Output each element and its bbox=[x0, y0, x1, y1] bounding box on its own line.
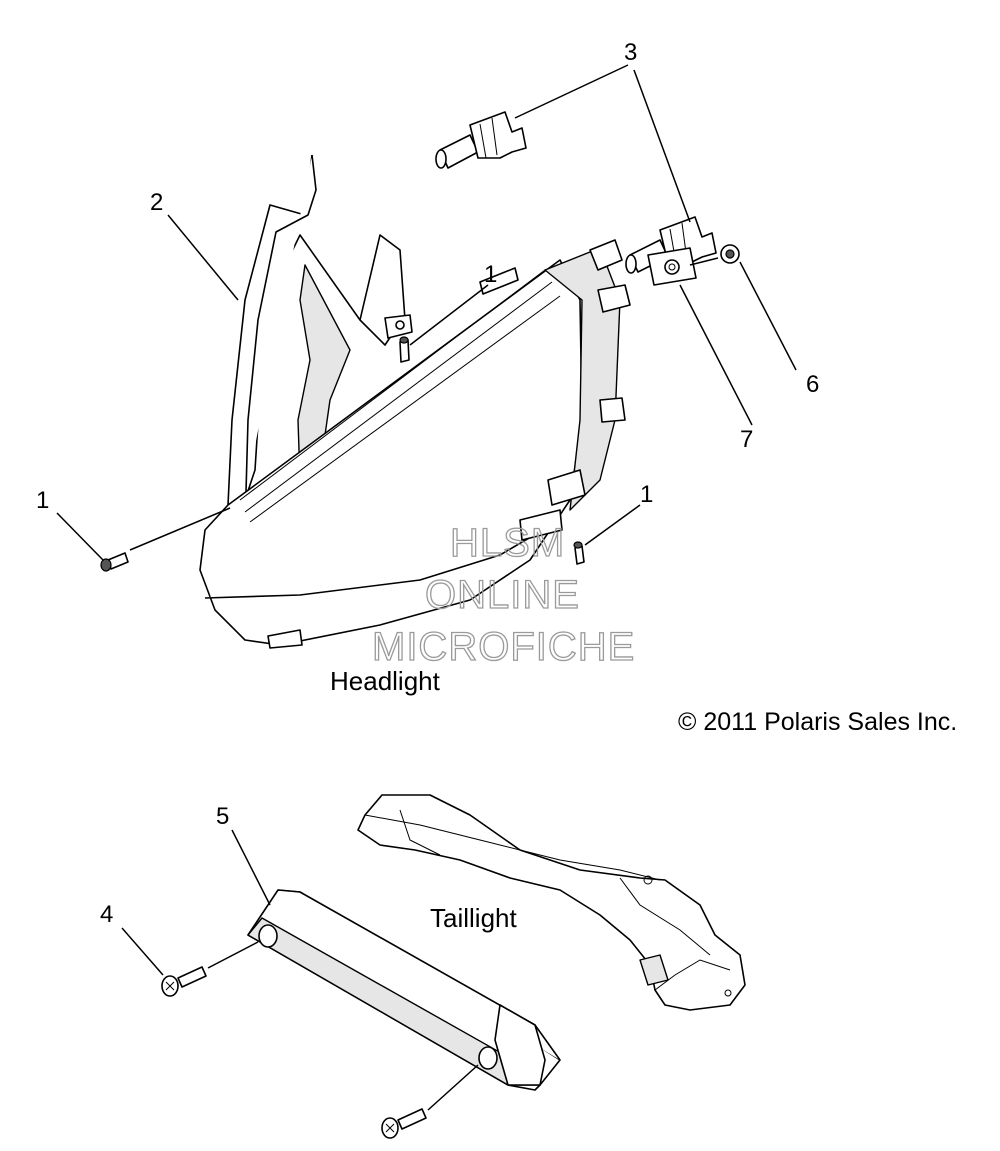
callout-1-upper: 1 bbox=[484, 261, 497, 288]
headlight-lens bbox=[199, 239, 631, 649]
screw-1-upper bbox=[399, 336, 410, 363]
headlight-assembly bbox=[56, 64, 797, 649]
callout-3: 3 bbox=[624, 39, 637, 66]
leader-4 bbox=[121, 927, 164, 976]
screw-part-4-upper bbox=[161, 966, 207, 997]
callout-4: 4 bbox=[100, 901, 113, 928]
callout-2: 2 bbox=[150, 189, 163, 216]
caption-headlight: Headlight bbox=[330, 666, 441, 696]
screw-1-left bbox=[100, 552, 129, 572]
leader-4-axis-lower bbox=[427, 1064, 479, 1111]
callout-1-right: 1 bbox=[640, 481, 653, 508]
clip-nut-part-7 bbox=[647, 247, 697, 286]
leader-5 bbox=[231, 829, 271, 906]
screw-part-4-lower bbox=[381, 1108, 427, 1139]
leader-6 bbox=[739, 261, 797, 371]
taillight-bracket bbox=[357, 794, 746, 1011]
leader-1-right bbox=[584, 504, 641, 546]
leader-1-left-axis bbox=[129, 507, 231, 551]
leader-2 bbox=[167, 214, 239, 301]
callout-1-left: 1 bbox=[36, 487, 49, 514]
callout-7: 7 bbox=[740, 426, 753, 453]
taillight-assembly bbox=[121, 794, 746, 1139]
screw-part-6 bbox=[720, 244, 740, 264]
watermark-line-1: HLSM bbox=[450, 521, 565, 565]
leader-1-left bbox=[56, 512, 104, 561]
screw-1-right bbox=[573, 541, 585, 565]
callout-5: 5 bbox=[216, 803, 229, 830]
leader-4-axis-upper bbox=[207, 941, 259, 969]
leader-7 bbox=[679, 284, 753, 426]
leader-6-axis bbox=[689, 257, 719, 266]
leader-3-upper bbox=[514, 64, 629, 119]
watermark-line-2: ONLINE bbox=[425, 573, 580, 617]
copyright-notice: © 2011 Polaris Sales Inc. bbox=[678, 708, 957, 736]
headlight-housing-part-2 bbox=[227, 154, 413, 506]
callout-6: 6 bbox=[806, 371, 819, 398]
leader-3-lower bbox=[633, 69, 691, 223]
taillight-lens-part-5 bbox=[247, 889, 561, 1091]
bulb-upper-part-3 bbox=[435, 111, 527, 169]
watermark-line-3: MICROFICHE bbox=[372, 625, 635, 669]
leader-1-upper bbox=[409, 284, 489, 346]
caption-taillight: Taillight bbox=[430, 903, 517, 933]
watermark: HLSM ONLINE MICROFICHE bbox=[371, 520, 635, 669]
